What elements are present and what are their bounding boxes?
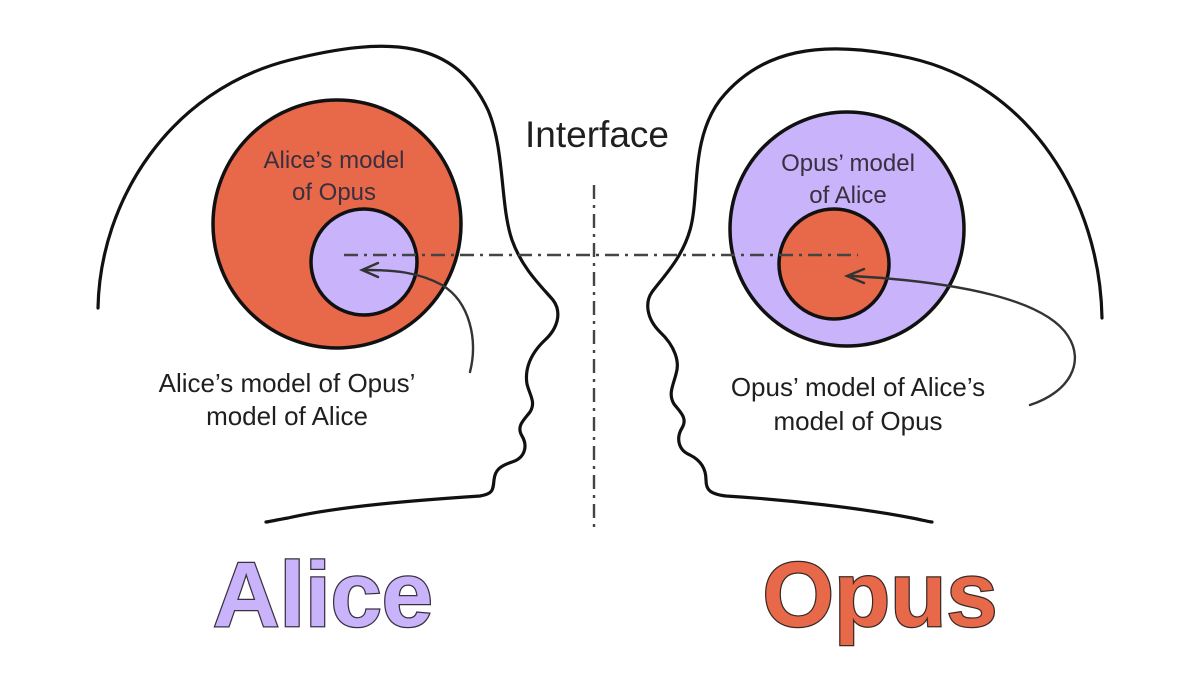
alice-head-profile xyxy=(96,44,560,524)
opus-nested-label-line2: model of Opus xyxy=(773,406,942,436)
alice-nested-label-line2: model of Alice xyxy=(206,401,368,431)
alice-model-of-opus-model-of-alice-circle xyxy=(309,207,419,317)
opus-pointer-curve xyxy=(850,274,1077,407)
opus-outer-circle-label-line2: of Alice xyxy=(809,182,886,209)
opus-head-profile xyxy=(646,47,1104,524)
opus-outer-circle-label-line1: Opus’ model xyxy=(781,150,915,177)
opus-model-of-alice-model-of-opus-circle xyxy=(777,207,891,321)
alice-outer-circle-label-line1: Alice’s model xyxy=(264,147,405,174)
opus-nested-label-line1: Opus’ model of Alice’s xyxy=(731,372,985,402)
alice-name-title: Alice xyxy=(213,544,433,646)
interface-label: Interface xyxy=(525,114,669,155)
opus-name-title: Opus xyxy=(762,544,997,646)
alice-arrowhead-icon xyxy=(359,261,380,279)
opus-arrowhead-icon xyxy=(843,267,866,285)
alice-outer-circle-label-line2: of Opus xyxy=(292,179,376,206)
alice-pointer-curve xyxy=(364,268,475,374)
alice-nested-label-line1: Alice’s model of Opus’ xyxy=(159,368,416,398)
